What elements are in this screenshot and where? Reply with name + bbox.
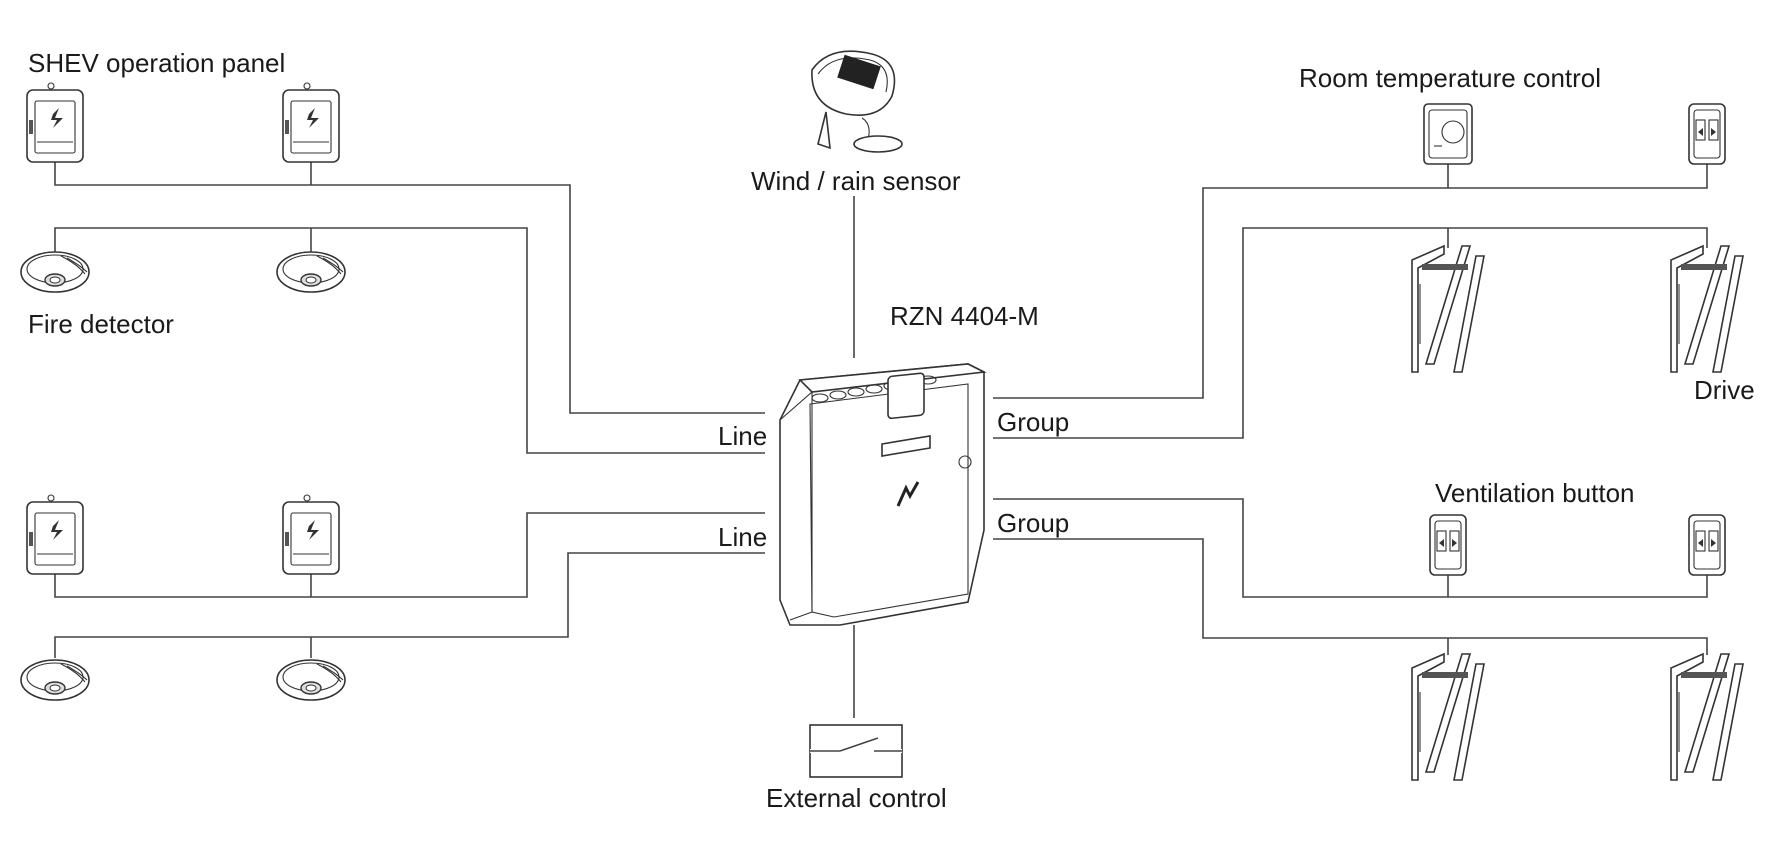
- drive-window-2: [1670, 245, 1744, 373]
- drive-window-1: [1411, 245, 1485, 373]
- fire-detector-2: [276, 251, 346, 293]
- ventilation-label: Ventilation button: [1435, 478, 1635, 508]
- group-label-1: Group: [997, 407, 1069, 437]
- wind-rain-label: Wind / rain sensor: [751, 166, 961, 196]
- fire-detector-1: [20, 251, 90, 293]
- drive-window-3: [1411, 653, 1485, 781]
- wind-rain-sensor-icon: [811, 50, 903, 153]
- shev-panel-4: [282, 494, 340, 575]
- fire-detector-3: [20, 659, 90, 701]
- wires-right: [993, 164, 1708, 655]
- shev-panel-3: [26, 494, 84, 575]
- shev-panel-1: [26, 82, 84, 163]
- external-control-label: External control: [766, 783, 947, 813]
- line-label-1: Line: [718, 421, 767, 451]
- ventilation-button-2: [1688, 514, 1726, 576]
- fire-detector-label: Fire detector: [28, 309, 174, 339]
- room-temp-label: Room temperature control: [1299, 63, 1601, 93]
- line-label-2: Line: [718, 522, 767, 552]
- controller-label: RZN 4404-M: [890, 301, 1039, 331]
- controller-box: [779, 363, 987, 626]
- external-switch-icon: [809, 724, 903, 778]
- wires-left: [54, 162, 765, 658]
- room-thermostat: [1423, 103, 1473, 165]
- group-label-2: Group: [997, 508, 1069, 538]
- drive-label: Drive: [1694, 375, 1755, 405]
- ventilation-button-1: [1429, 514, 1467, 576]
- room-switch: [1688, 103, 1726, 165]
- shev-panel-label: SHEV operation panel: [28, 48, 285, 78]
- drive-window-4: [1670, 653, 1744, 781]
- shev-panel-2: [282, 82, 340, 163]
- fire-detector-4: [276, 659, 346, 701]
